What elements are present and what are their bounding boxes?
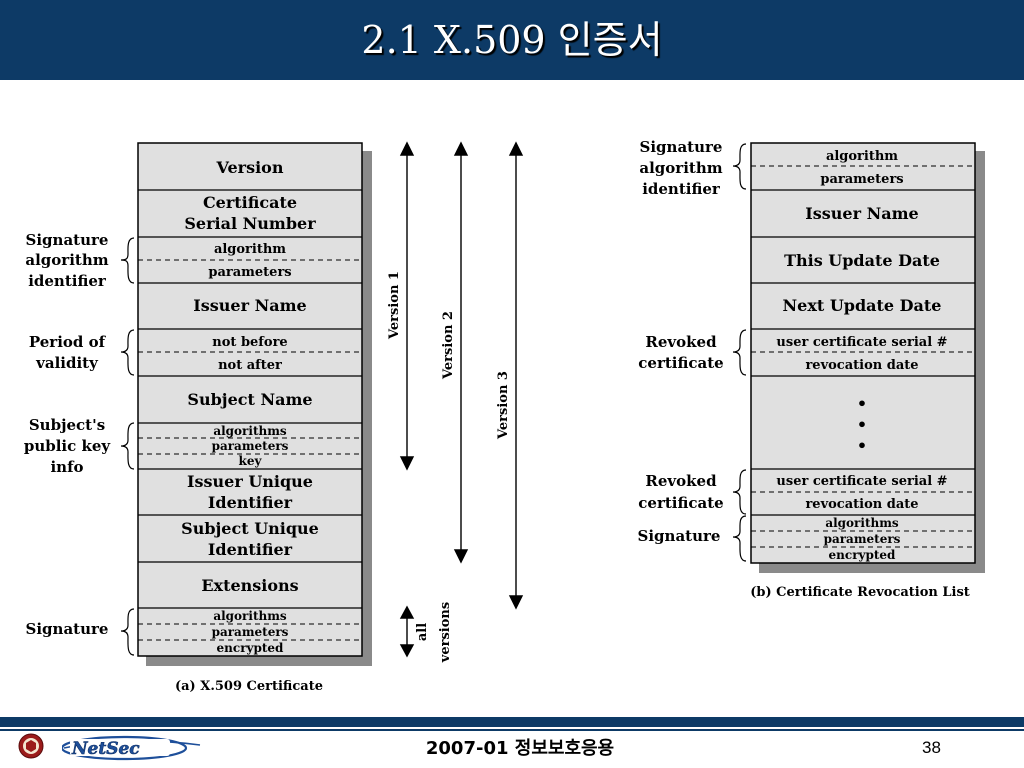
field-version: Version — [216, 158, 284, 177]
crl-brace-revoked-1 — [732, 329, 747, 376]
footer-rule — [0, 729, 1024, 731]
crl-ellipsis-dot-3: • — [857, 436, 867, 455]
crl-brace-sig-alg — [732, 143, 747, 190]
version3-label: Version 3 — [496, 371, 511, 440]
crl-field-parameters: parameters — [820, 172, 903, 187]
version2-arrow-top — [453, 141, 469, 156]
crl-field-issuer-name: Issuer Name — [805, 204, 918, 223]
field-sig-parameters: parameters — [212, 625, 289, 639]
svg-text:NetSec: NetSec — [71, 739, 140, 759]
all-versions-label-line2: versions — [438, 602, 453, 663]
crl-structure: algorithm parameters Issuer Name This Up… — [638, 138, 985, 600]
crl-field-this-update: This Update Date — [784, 251, 940, 270]
certificate-box — [137, 142, 363, 657]
brace-signature — [120, 608, 135, 656]
field-pk-key: key — [239, 454, 263, 468]
field-algorithm: algorithm — [214, 242, 286, 257]
crl-label-revoked-1-line2: certificate — [638, 354, 723, 372]
crl-ellipsis-dot-2: • — [857, 415, 867, 434]
brace-sig-alg — [120, 237, 135, 284]
field-subject-name: Subject Name — [187, 390, 312, 409]
certificate-structure: Version Certificate Serial Number algori… — [24, 141, 524, 694]
brace-validity — [120, 329, 135, 376]
all-versions-arrow-top — [399, 605, 415, 619]
label-pk-line2: public key — [24, 437, 112, 455]
field-subject-uid-line2: Identifier — [208, 540, 293, 559]
field-issuer-uid-line1: Issuer Unique — [187, 472, 313, 491]
crl-field-revocation-2: revocation date — [805, 497, 918, 512]
version3-arrow-top — [508, 141, 524, 156]
crl-braces — [732, 143, 747, 562]
crl-field-serial-1: user certificate serial # — [776, 335, 947, 350]
crl-field-next-update: Next Update Date — [783, 296, 942, 315]
crl-field-sig-parameters: parameters — [824, 532, 901, 546]
certificate-braces — [120, 237, 135, 656]
field-serial-line1: Certificate — [203, 193, 297, 212]
crl-field-serial-2: user certificate serial # — [776, 474, 947, 489]
crl-brace-revoked-2 — [732, 469, 747, 515]
crl-label-revoked-1-line1: Revoked — [645, 333, 717, 351]
label-signature: Signature — [26, 620, 109, 638]
footer-course: 2007-01 정보보호응용 — [425, 738, 615, 759]
field-subject-uid-line1: Subject Unique — [181, 519, 319, 538]
field-pk-algorithms: algorithms — [213, 424, 287, 438]
crl-label-sig-alg-line3: identifier — [642, 180, 721, 198]
crl-label-revoked-2-line2: certificate — [638, 494, 723, 512]
all-versions-arrow-bottom — [399, 644, 415, 658]
brace-public-key — [120, 422, 135, 470]
crl-label-revoked-2-line1: Revoked — [645, 472, 717, 490]
label-pk-line1: Subject's — [29, 416, 105, 434]
crl-brace-signature — [732, 515, 747, 562]
certificate-dividers — [138, 189, 362, 609]
slide-title: 2.1 X.509 인증서 — [361, 18, 663, 62]
page-number: 38 — [922, 738, 941, 757]
crl-field-algorithm: algorithm — [826, 149, 898, 164]
crl-field-sig-algorithms: algorithms — [825, 516, 899, 530]
title-bar: 2.1 X.509 인증서 — [0, 0, 1024, 80]
crl-caption: (b) Certificate Revocation List — [750, 585, 970, 600]
footer-bar — [0, 717, 1024, 727]
field-issuer-uid-line2: Identifier — [208, 493, 293, 512]
label-sig-alg-line1: Signature — [26, 231, 109, 249]
version1-label: Version 1 — [387, 271, 402, 340]
certificate-subdividers — [138, 259, 362, 641]
field-sig-algorithms: algorithms — [213, 609, 287, 623]
field-not-before: not before — [212, 335, 287, 350]
version1-arrow-top — [399, 141, 415, 156]
field-not-after: not after — [218, 358, 282, 373]
label-validity-line1: Period of — [29, 333, 107, 351]
crl-label-sig-alg-line2: algorithm — [639, 159, 722, 177]
crl-label-signature: Signature — [638, 527, 721, 545]
netsec-logo: NetSec — [62, 735, 201, 761]
version3-arrow-bottom — [508, 595, 524, 610]
field-extensions: Extensions — [201, 576, 298, 595]
version2-arrow-bottom — [453, 549, 469, 564]
label-validity-line2: validity — [35, 354, 99, 372]
crl-box — [750, 142, 976, 564]
field-pk-parameters: parameters — [212, 439, 289, 453]
field-sig-encrypted: encrypted — [217, 641, 285, 655]
version1-arrow-bottom — [399, 456, 415, 471]
field-parameters: parameters — [208, 265, 291, 280]
field-serial-line2: Serial Number — [184, 214, 316, 233]
crl-field-sig-encrypted: encrypted — [829, 548, 897, 562]
version2-label: Version 2 — [441, 311, 456, 380]
crl-field-revocation-1: revocation date — [805, 358, 918, 373]
crl-dividers — [751, 189, 975, 516]
field-issuer-name: Issuer Name — [193, 296, 306, 315]
university-emblem-icon — [18, 733, 44, 759]
label-sig-alg-line3: identifier — [28, 272, 107, 290]
label-pk-line3: info — [50, 458, 83, 476]
certificate-caption: (a) X.509 Certificate — [175, 679, 323, 694]
all-versions-label-line1: all — [415, 623, 430, 641]
label-sig-alg-line2: algorithm — [25, 251, 108, 269]
crl-ellipsis-dot-1: • — [857, 394, 867, 413]
crl-label-sig-alg-line1: Signature — [640, 138, 723, 156]
version-arrows — [399, 141, 524, 658]
crl-subdividers — [751, 165, 975, 548]
